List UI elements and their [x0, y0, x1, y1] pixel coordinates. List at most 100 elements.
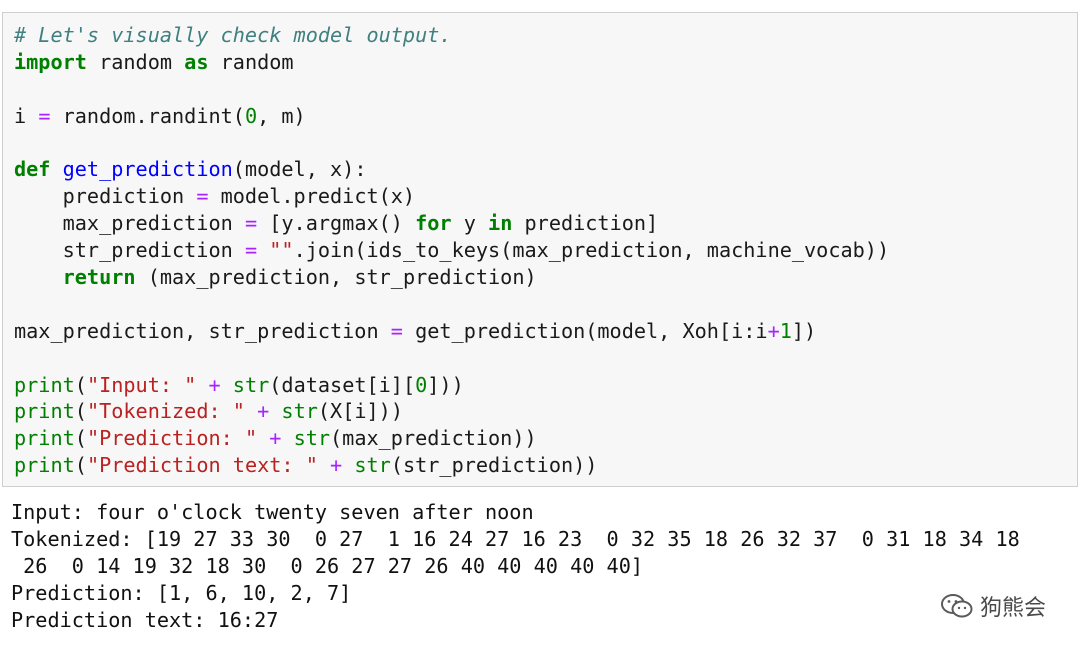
code-line: print("Input: " + str(dataset[i][0])) [14, 372, 889, 399]
code-token: "Prediction: " [86, 426, 258, 451]
code-line: str_prediction = "".join(ids_to_keys(max… [14, 237, 890, 264]
code-token: + [208, 372, 221, 397]
code-token: model.predict(x) [208, 184, 416, 209]
code-line [14, 345, 889, 372]
code-token: print [14, 399, 75, 424]
output-line: Tokenized: [19 27 33 30 0 27 1 16 24 27 … [11, 526, 1020, 551]
code-token: str_prediction [14, 238, 245, 263]
code-token: (str_prediction)) [390, 453, 598, 478]
code-token [269, 399, 281, 423]
code-token [257, 238, 269, 262]
code-token [221, 373, 233, 397]
output-line: Input: four o'clock twenty seven after n… [11, 500, 534, 524]
output-line: Prediction: [1, 6, 10, 2, 7] [11, 580, 352, 605]
code-token: prediction [14, 184, 197, 209]
code-token [281, 426, 293, 450]
code-token: ( [74, 399, 87, 424]
code-token: 0 [244, 103, 258, 128]
watermark-text: 狗熊会 [979, 596, 1046, 621]
code-token: [y.argmax() [257, 211, 416, 236]
code-token [14, 265, 63, 289]
code-token: + [269, 426, 282, 451]
code-token: (X[i])) [317, 399, 403, 424]
code-line: max_prediction = [y.argmax() for y in pr… [14, 210, 889, 237]
code-token: "Prediction text: " [86, 453, 318, 478]
code-token: max_prediction [14, 211, 245, 236]
code-token: "Tokenized: " [86, 399, 245, 424]
output-line: Prediction text: 16:27 [11, 607, 279, 632]
code-token: = [196, 184, 209, 209]
code-token: get_prediction [62, 157, 233, 182]
code-token: str [232, 372, 270, 397]
code-token: print [14, 426, 75, 451]
code-line: print("Prediction text: " + str(str_pred… [14, 452, 889, 479]
code-token: "" [269, 238, 294, 263]
code-token: "Input: " [86, 372, 197, 397]
code-token: # Let's visually check model output. [14, 23, 452, 47]
code-token [342, 453, 354, 477]
code-token: + [257, 399, 270, 424]
code-token: , m) [257, 103, 306, 128]
code-line [14, 76, 889, 103]
code-token: (max_prediction)) [330, 426, 537, 451]
code-token: for [415, 211, 452, 236]
code-token: print [14, 453, 75, 478]
code-line: print("Tokenized: " + str(X[i])) [14, 398, 889, 425]
code-line: prediction = model.predict(x) [14, 183, 889, 210]
code-token: return [62, 265, 136, 290]
code-token: random.randint( [50, 103, 245, 128]
wechat-icon [940, 592, 974, 620]
code-token: max_prediction, str_prediction [14, 318, 391, 343]
code-token: (max_prediction, str_prediction) [135, 265, 537, 290]
code-token: + [767, 318, 780, 343]
code-token: get_prediction(model, Xoh[i:i [402, 318, 768, 343]
cell-output: Input: four o'clock twenty seven after n… [11, 499, 1020, 633]
code-line: def get_prediction(model, x): [14, 156, 889, 183]
code-token: def [14, 157, 51, 182]
code-editor[interactable]: # Let's visually check model output.impo… [14, 22, 889, 479]
code-token: 0 [415, 372, 428, 397]
code-token: (model, x): [232, 157, 367, 182]
code-cell[interactable]: # Let's visually check model output.impo… [2, 12, 1078, 487]
code-token: ]) [791, 318, 817, 343]
code-token: = [244, 238, 258, 263]
code-token: = [244, 211, 258, 236]
code-token [318, 453, 330, 477]
code-token: .join(ids_to_keys(max_prediction, machin… [293, 238, 890, 263]
code-token: str [293, 426, 331, 451]
code-token: print [14, 372, 75, 397]
code-token: = [38, 103, 51, 128]
code-token: prediction] [512, 211, 659, 236]
code-token: (dataset[i][ [269, 372, 416, 397]
code-token: y [451, 211, 489, 236]
code-line: # Let's visually check model output. [14, 22, 889, 49]
code-token: random [208, 49, 294, 74]
code-token: + [330, 453, 343, 478]
code-line: import random as random [14, 49, 889, 76]
code-token: = [390, 318, 403, 343]
code-token: ( [74, 453, 87, 478]
code-token [196, 373, 208, 397]
code-line: i = random.randint(0, m) [14, 103, 889, 130]
output-line: 26 0 14 19 32 18 30 0 26 27 27 26 40 40 … [11, 553, 644, 578]
code-token: import [14, 49, 87, 74]
code-token: str [281, 399, 318, 424]
code-token: ( [74, 372, 87, 397]
code-token: in [488, 211, 513, 236]
code-token: 1 [779, 318, 792, 343]
code-line: return (max_prediction, str_prediction) [14, 264, 889, 291]
code-line [14, 130, 889, 157]
code-token: as [184, 49, 209, 74]
code-token: str [354, 453, 391, 478]
watermark: 狗熊会 [940, 590, 1046, 622]
code-token [257, 426, 269, 450]
code-token: i [14, 103, 39, 128]
code-token [50, 157, 62, 181]
code-line [14, 291, 889, 318]
code-line: print("Prediction: " + str(max_predictio… [14, 425, 889, 452]
code-token: ])) [427, 372, 464, 397]
code-token: random [86, 49, 185, 74]
code-line: max_prediction, str_prediction = get_pre… [14, 318, 889, 345]
code-token [245, 399, 257, 423]
code-token: ( [74, 426, 87, 451]
